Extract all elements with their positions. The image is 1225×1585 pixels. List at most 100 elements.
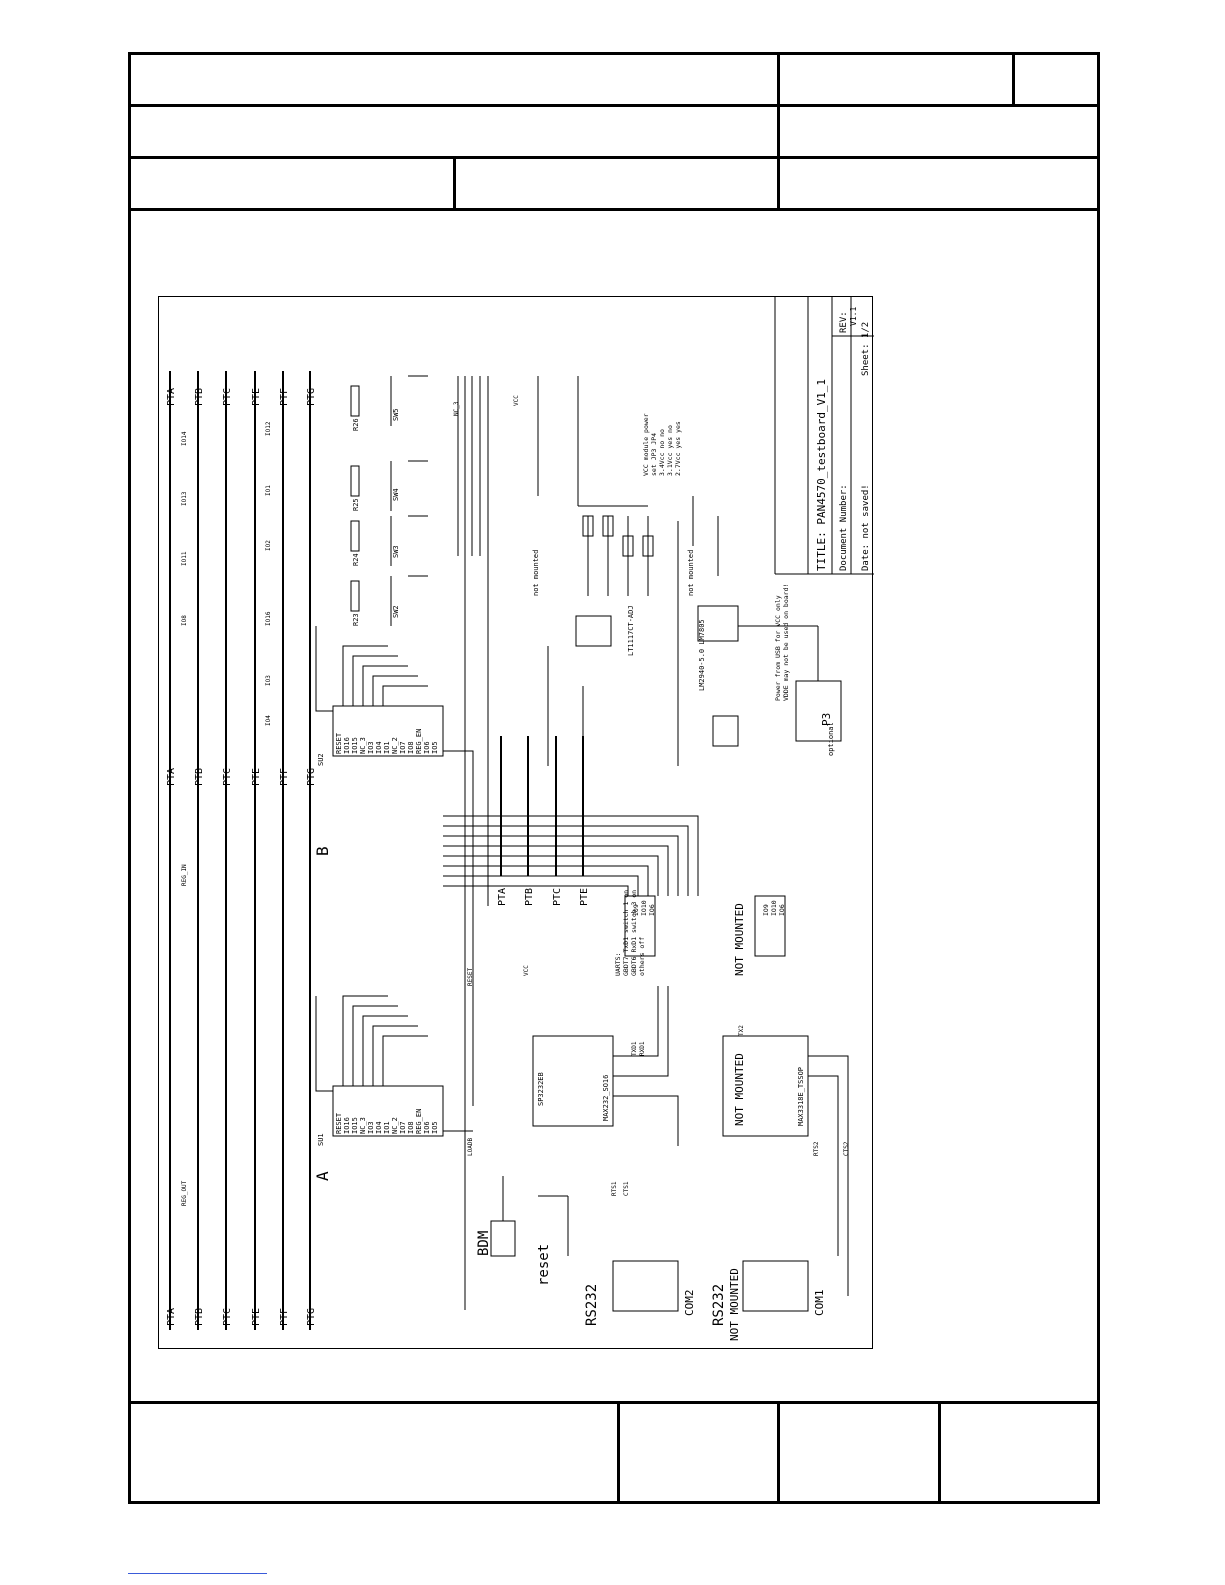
x3-box bbox=[712, 715, 739, 747]
dip-s1-1: IO9 bbox=[632, 904, 640, 916]
vcc-note-2: set JP3 JP4 bbox=[650, 433, 658, 476]
port-label-pta-mid: PTA bbox=[166, 768, 177, 786]
net-label-cts2: CTS2 bbox=[843, 1141, 850, 1156]
bus-lines-short bbox=[500, 736, 584, 876]
port-label-ptg-top: PTG bbox=[306, 388, 317, 406]
header-rule-3 bbox=[128, 208, 1100, 211]
su1-pin-1: RESET bbox=[335, 1112, 343, 1134]
su2-pin-10: IO8 bbox=[407, 741, 415, 754]
port-label-ptb-bot: PTB bbox=[194, 1308, 205, 1326]
port-label-ptf-mid: PTF bbox=[279, 768, 290, 786]
port-label-ptf-bot: PTF bbox=[279, 1308, 290, 1326]
net-label-io8: IO8 bbox=[181, 615, 188, 626]
r23-label: R23 bbox=[352, 613, 360, 626]
not-mounted-small-2: not mounted bbox=[687, 550, 695, 596]
bus-lines bbox=[169, 371, 311, 1330]
s2-not-mounted: NOT MOUNTED bbox=[733, 903, 746, 976]
net-label-rxd1: RXD1 bbox=[639, 1041, 646, 1056]
dip-s1-3: IO6 bbox=[648, 904, 656, 916]
schematic-diagram: TITLE: PAN4570_testboard_V1_1 Document N… bbox=[158, 296, 874, 1349]
net-label-loadb: LOADB bbox=[467, 1138, 474, 1156]
su1-pin-4: NC_3 bbox=[359, 1117, 367, 1134]
port-label-ptc-bot: PTC bbox=[222, 1308, 233, 1326]
u3-not-mounted: NOT MOUNTED bbox=[733, 1053, 746, 1126]
port-label-pte-top: PTE bbox=[251, 388, 262, 406]
signal-lines bbox=[457, 376, 489, 1310]
net-label-nc3: NC_3 bbox=[453, 401, 460, 416]
footer-divider-3 bbox=[938, 1401, 941, 1504]
bdm-section bbox=[490, 1176, 569, 1257]
s2-box bbox=[754, 895, 786, 957]
s1-box bbox=[624, 895, 656, 957]
usb-note-2: VDDE may not be used on board! bbox=[782, 584, 790, 701]
sw3-label: SW3 bbox=[392, 545, 400, 558]
su2-pin-1: RESET bbox=[335, 732, 343, 754]
su1-pin-6: IO4 bbox=[375, 1121, 383, 1134]
ic-ltc-label: LT1117CT-ADJ bbox=[627, 605, 635, 656]
su2-connector bbox=[332, 705, 444, 757]
ic-lm-label: LM2940-5.0 LM7805 bbox=[698, 619, 706, 691]
ic2-box bbox=[575, 615, 612, 647]
r25-label: R25 bbox=[352, 498, 360, 511]
net-label-tx2: TX2 bbox=[738, 1025, 745, 1036]
com1-label: COM1 bbox=[813, 1290, 826, 1317]
usb-note-1: Power from USB for VCC only bbox=[774, 595, 782, 701]
su2-pin-13: IO5 bbox=[431, 741, 439, 754]
port-label-ptg-bot: PTG bbox=[306, 1308, 317, 1326]
title-text: TITLE: PAN4570_testboard_V1_1 bbox=[815, 379, 828, 571]
footer-link-underline bbox=[128, 1573, 267, 1574]
net-label-reg-out: REG_OUT bbox=[181, 1180, 188, 1206]
header-rule-2 bbox=[128, 156, 1100, 159]
com2-rs232-label: RS232 bbox=[584, 1284, 600, 1326]
reset-label: reset bbox=[536, 1244, 552, 1286]
net-label-io11: IO11 bbox=[181, 551, 188, 566]
port-label-pte-bot: PTE bbox=[251, 1308, 262, 1326]
dip-s2-3: IO6 bbox=[778, 904, 786, 916]
com1-not-mounted-label: NOT MOUNTED bbox=[728, 1268, 741, 1341]
su2-pin-8: NC_2 bbox=[391, 737, 399, 754]
su1-pin-8: NC_2 bbox=[391, 1117, 399, 1134]
net-label-rts1: RTS1 bbox=[611, 1181, 618, 1196]
port-label-pte-short: PTE bbox=[579, 888, 590, 906]
u3-box bbox=[722, 1035, 809, 1137]
vcc-note-1: VCC module power bbox=[642, 413, 650, 476]
net-label-io13: IO13 bbox=[181, 491, 188, 506]
port-label-ptf-top: PTF bbox=[279, 388, 290, 406]
header-rule-1 bbox=[128, 104, 1100, 107]
net-label-rts2: RTS2 bbox=[813, 1141, 820, 1156]
su2-label: SU2 bbox=[317, 753, 325, 766]
connector-b-label: B bbox=[313, 846, 332, 856]
rs232-transceivers bbox=[532, 986, 849, 1296]
net-label-io14: IO14 bbox=[181, 431, 188, 446]
not-mounted-small-1: not mounted bbox=[532, 550, 540, 596]
footer-divider-2 bbox=[777, 1401, 780, 1504]
port-label-ptb-short: PTB bbox=[524, 888, 535, 906]
led-switch-group bbox=[350, 375, 428, 626]
net-label-reg-in: REG_IN bbox=[181, 864, 188, 886]
port-label-ptc-mid: PTC bbox=[222, 768, 233, 786]
net-label-io1: IO1 bbox=[265, 485, 272, 496]
routing-wires bbox=[315, 626, 699, 1132]
su1-pin-12: IO6 bbox=[423, 1121, 431, 1134]
uarts-note-4: others off bbox=[638, 937, 646, 976]
su2-pin-11: REG_EN bbox=[415, 729, 423, 754]
port-label-ptb-top: PTB bbox=[194, 388, 205, 406]
com2-box bbox=[612, 1260, 679, 1312]
su1-pin-3: IO15 bbox=[351, 1117, 359, 1134]
port-label-ptg-mid: PTG bbox=[306, 768, 317, 786]
title-block bbox=[774, 296, 874, 575]
port-label-pta-top: PTA bbox=[166, 388, 177, 406]
su1-label: SU1 bbox=[317, 1133, 325, 1146]
max3318-label: MAX3318E_TSSOP bbox=[797, 1067, 805, 1126]
su1-pin-11: REG_EN bbox=[415, 1109, 423, 1134]
port-label-ptc-short: PTC bbox=[552, 888, 563, 906]
header-divider-1 bbox=[777, 52, 780, 210]
sw4-label: SW4 bbox=[392, 488, 400, 501]
com2-label: COM2 bbox=[683, 1290, 696, 1317]
document-number-text: Document Number: bbox=[839, 484, 849, 571]
su1-pin-10: IO8 bbox=[407, 1121, 415, 1134]
su2-pin-3: IO15 bbox=[351, 737, 359, 754]
sp3232-label: SP3232EB bbox=[537, 1072, 545, 1106]
su2-pin-4: NC_3 bbox=[359, 737, 367, 754]
bdm-box bbox=[490, 1220, 516, 1257]
